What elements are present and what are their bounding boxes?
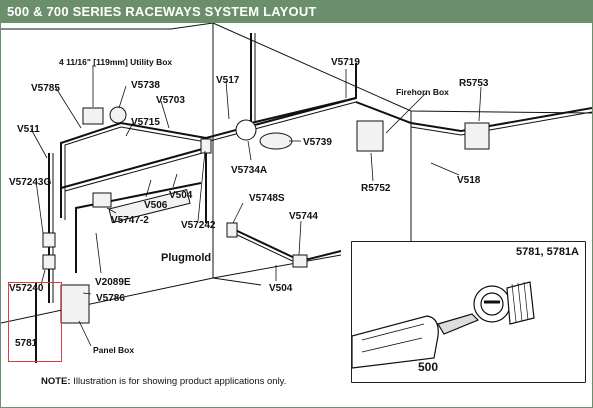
label-v517: V517 [216, 75, 240, 86]
label-v5744: V5744 [289, 211, 318, 222]
ceiling-edge-right [212, 23, 592, 114]
diagram-title: 500 & 700 SERIES RACEWAYS SYSTEM LAYOUT [7, 4, 317, 19]
label-v511: V511 [17, 124, 40, 135]
label-v5739: V5739 [303, 137, 332, 148]
label-v5747-2: V5747-2 [111, 215, 149, 226]
inset-title: 5781, 5781A [516, 246, 579, 258]
firehorn-box-device [356, 120, 384, 152]
label-v57243g: V57243G [9, 177, 51, 188]
v57243g-device [42, 232, 56, 248]
ceiling-edge-left [1, 23, 214, 30]
label-v5738: V5738 [131, 80, 160, 91]
panel-box-device [60, 284, 90, 324]
label-v57240: V57240 [9, 283, 44, 294]
label-v5786: V5786 [96, 293, 125, 304]
label-v518: V518 [457, 175, 481, 186]
v57240-device [42, 254, 56, 270]
label-v5703: V5703 [156, 95, 185, 106]
label-v5719: V5719 [331, 57, 360, 68]
raceway-diagram: 4 11/16" [119mm] Utility Box V5785 V5738… [1, 23, 592, 363]
label-v504-bottom: V504 [269, 283, 293, 294]
label-v2089e: V2089E [95, 277, 131, 288]
label-v504-top: V504 [169, 190, 193, 201]
raceway-right [355, 101, 592, 133]
raceway-plugmold [75, 182, 202, 273]
label-plugmold: Plugmold [161, 252, 211, 264]
footnote: NOTE: Illustration is for showing produc… [41, 376, 286, 387]
label-v506: V506 [144, 200, 168, 211]
raceway-right-wall [230, 227, 342, 263]
v5748s-device [226, 222, 238, 238]
detail-inset: 5781, 5781A 500 [351, 241, 586, 383]
label-v5715: V5715 [131, 117, 160, 128]
inset-illustration [352, 281, 535, 369]
label-panel-box: Panel Box [93, 345, 134, 355]
v5738-device [109, 106, 127, 124]
raceway-main [60, 97, 357, 218]
utility-box-device [82, 107, 104, 125]
label-r5752: R5752 [361, 183, 391, 194]
v5744-device [292, 254, 308, 268]
raceway-section-500 [352, 315, 439, 369]
label-r5753: R5753 [459, 78, 489, 89]
header-bar: 500 & 700 SERIES RACEWAYS SYSTEM LAYOUT [1, 1, 592, 23]
r5753-device [464, 122, 490, 150]
raceway-vertical [250, 33, 357, 125]
fitting-tab [437, 313, 480, 335]
inset-part-label: 500 [418, 360, 439, 374]
v57242-device [200, 138, 212, 154]
highlight-box-5781 [8, 282, 62, 362]
v5734a-device [235, 119, 257, 141]
label-v5734a: V5734A [231, 165, 267, 176]
label-firehorn-box: Firehorn Box [396, 87, 449, 97]
note-prefix: NOTE: [41, 376, 71, 387]
label-v5785: V5785 [31, 83, 60, 94]
note-text: Illustration is for showing product appl… [70, 376, 287, 387]
label-5781: 5781 [15, 338, 38, 349]
plugmold-device [108, 189, 191, 224]
label-v5748s: V5748S [249, 193, 285, 204]
label-v57242: V57242 [181, 220, 216, 231]
label-utility-box: 4 11/16" [119mm] Utility Box [59, 57, 172, 67]
v5739-device [259, 132, 293, 150]
v5747-device [92, 192, 112, 208]
